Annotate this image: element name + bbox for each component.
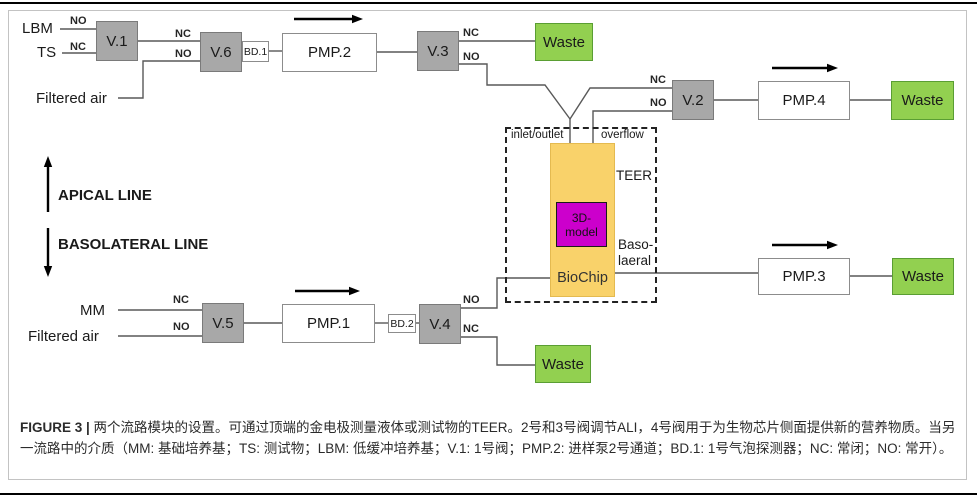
baso-label-line1: Baso- [618,237,654,252]
baso-label-line2: laeral [618,253,652,268]
pump-pmp3: PMP.3 [758,258,850,295]
3d-model: 3D- model [556,202,607,247]
port-nc-v1-v6: NC [175,28,191,40]
overflow-label: overflow [601,129,644,141]
figure-caption: FIGURE 3 | 两个流路模块的设置。可通过顶端的金电极测量液体或测试物的T… [20,417,957,460]
basolateral-side-label: Baso- laeral [618,237,653,269]
port-nc-v3-waste: NC [463,27,479,39]
valve-v3: V.3 [417,31,459,71]
waste-basolateral: Waste [892,258,954,295]
valve-v6: V.6 [200,32,242,72]
bubble-detector-bd1: BD.1 [242,41,269,62]
valve-v5: V.5 [202,303,244,343]
figure-caption-text: 两个流路模块的设置。可通过顶端的金电极测量液体或测试物的TEER。2号和3号阀调… [20,419,956,457]
port-no-air-v5: NO [173,321,190,333]
port-no-v4-chip: NO [463,294,480,306]
biochip-label: BioChip [557,270,608,286]
source-label-filtered-air-bottom: Filtered air [28,328,99,345]
source-label-mm: MM [80,302,105,319]
pump-pmp2: PMP.2 [282,33,377,72]
port-no-v3-chip: NO [463,51,480,63]
port-nc-v4-waste: NC [463,323,479,335]
source-label-ts: TS [37,44,57,61]
chip-boundary [505,127,657,303]
bottom-rule [0,493,977,495]
waste-overflow: Waste [891,81,954,120]
port-no-v2: NO [650,97,667,109]
pump-pmp1: PMP.1 [282,304,375,343]
teer-label: TEER [616,168,653,183]
figure-border [8,10,967,480]
port-no-lbm: NO [70,15,87,27]
top-rule [0,2,977,4]
port-nc-mm-v5: NC [173,294,189,306]
waste-v4: Waste [535,345,591,383]
valve-v1: V.1 [96,21,138,61]
source-label-filtered-air-top: Filtered air [36,90,107,107]
port-no-air-v6: NO [175,48,192,60]
apical-line-label: APICAL LINE [58,187,152,204]
port-nc-ts: NC [70,41,86,53]
3d-model-label-line2: model [565,224,598,239]
bubble-detector-bd2: BD.2 [388,314,416,333]
source-label-lbm: LBM [22,20,53,37]
valve-v4: V.4 [419,304,461,344]
waste-apical: Waste [535,23,593,61]
pump-pmp4: PMP.4 [758,81,850,120]
port-nc-v2: NC [650,74,666,86]
basolateral-line-label: BASOLATERAL LINE [58,236,209,253]
inlet-outlet-label: inlet/outlet [511,129,564,141]
figure-caption-label: FIGURE 3 | [20,419,90,435]
valve-v2: V.2 [672,80,714,120]
3d-model-label-line1: 3D- [571,210,592,225]
